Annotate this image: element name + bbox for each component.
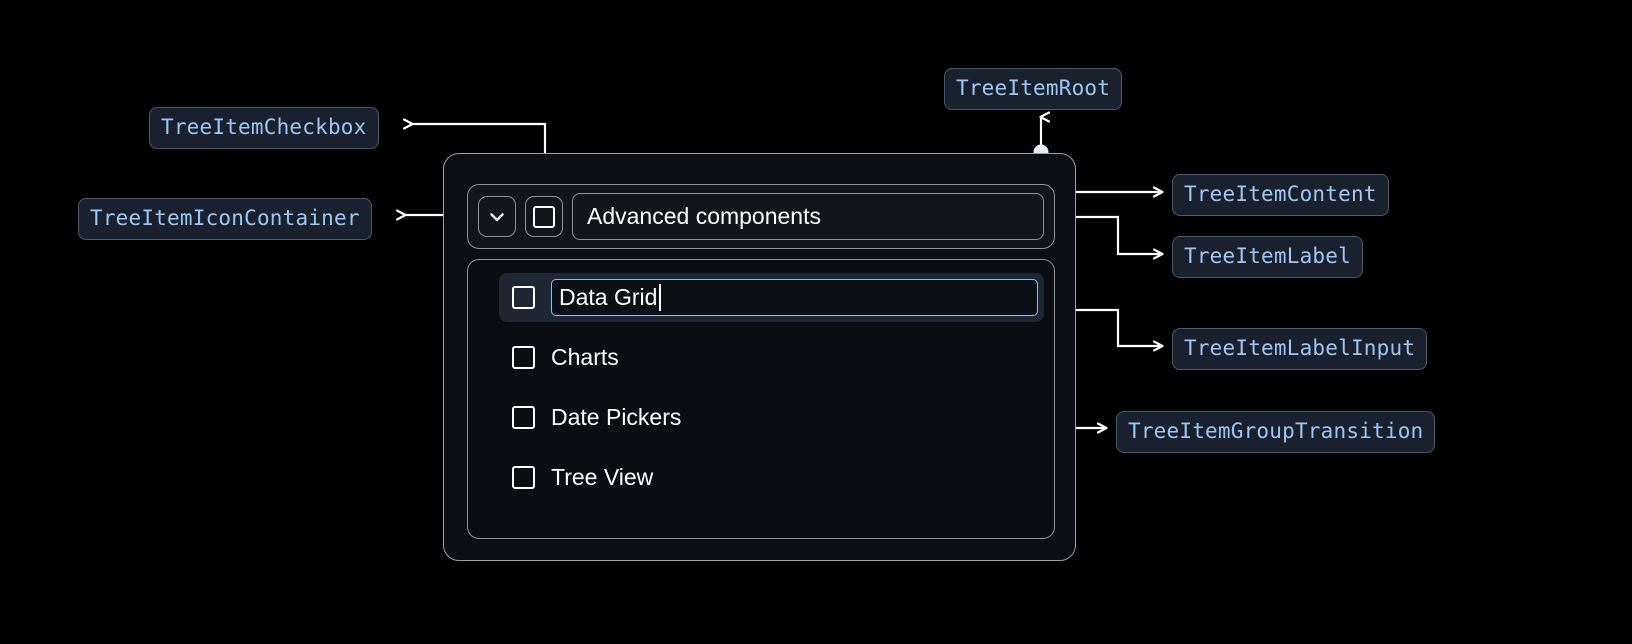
tree-item-icon-container[interactable] (478, 196, 516, 237)
tree-item-checkbox[interactable] (525, 196, 563, 237)
checkbox-box-icon[interactable] (512, 466, 535, 489)
tree-item-label: Tree View (551, 464, 654, 490)
chevron-down-icon (485, 205, 509, 229)
annotation-tree-item-group-transition: TreeItemGroupTransition (1116, 411, 1436, 453)
tree-item-label: Date Pickers (551, 404, 682, 430)
tree-item-row[interactable]: Charts (499, 333, 1044, 382)
text-caret (659, 284, 661, 311)
annotation-tree-item-checkbox: TreeItemCheckbox (149, 107, 379, 149)
checkbox-box-icon[interactable] (512, 346, 535, 369)
tree-item-row[interactable]: Date Pickers (499, 393, 1044, 442)
annotation-tree-item-root: TreeItemRoot (944, 68, 1123, 110)
tree-item-group-transition: Data Grid Charts Date Pickers Tree View (467, 259, 1055, 539)
checkbox-box-icon[interactable] (512, 286, 535, 309)
tree-item-root[interactable]: Advanced components Data Grid Charts Dat… (443, 153, 1076, 561)
annotation-tree-item-label: TreeItemLabel (1172, 236, 1363, 278)
tree-item-label: Charts (551, 344, 619, 370)
tree-item-content[interactable]: Advanced components (467, 184, 1055, 249)
tree-item-row[interactable]: Data Grid (499, 273, 1044, 322)
checkbox-box-icon (533, 205, 555, 228)
annotation-tree-item-content: TreeItemContent (1172, 174, 1389, 216)
tree-item-label[interactable]: Advanced components (572, 193, 1044, 240)
label-input-value: Data Grid (559, 284, 658, 310)
tree-item-label-input[interactable]: Data Grid (551, 279, 1038, 316)
annotation-tree-item-label-input: TreeItemLabelInput (1172, 328, 1428, 370)
annotation-tree-item-icon-container: TreeItemIconContainer (78, 198, 372, 240)
tree-item-row[interactable]: Tree View (499, 453, 1044, 502)
checkbox-box-icon[interactable] (512, 406, 535, 429)
